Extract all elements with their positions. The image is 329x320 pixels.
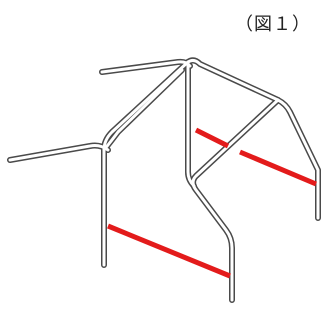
red-braces [107,127,317,279]
side-brace-left [107,223,231,279]
figure-caption: （図１） [235,14,311,35]
front-hoop-tube [190,97,281,303]
side-brace-right-lower [239,149,317,187]
main-hoop-tube-fill [102,58,320,267]
left-diagonal-tube-fill [102,68,184,152]
front-hoop-tube-fill [191,98,280,302]
rear-left-leg-tube-fill [186,60,196,188]
cage-tubes [7,57,321,303]
top-arm-tube-fill [100,60,192,74]
side-brace-right-upper [194,127,230,149]
